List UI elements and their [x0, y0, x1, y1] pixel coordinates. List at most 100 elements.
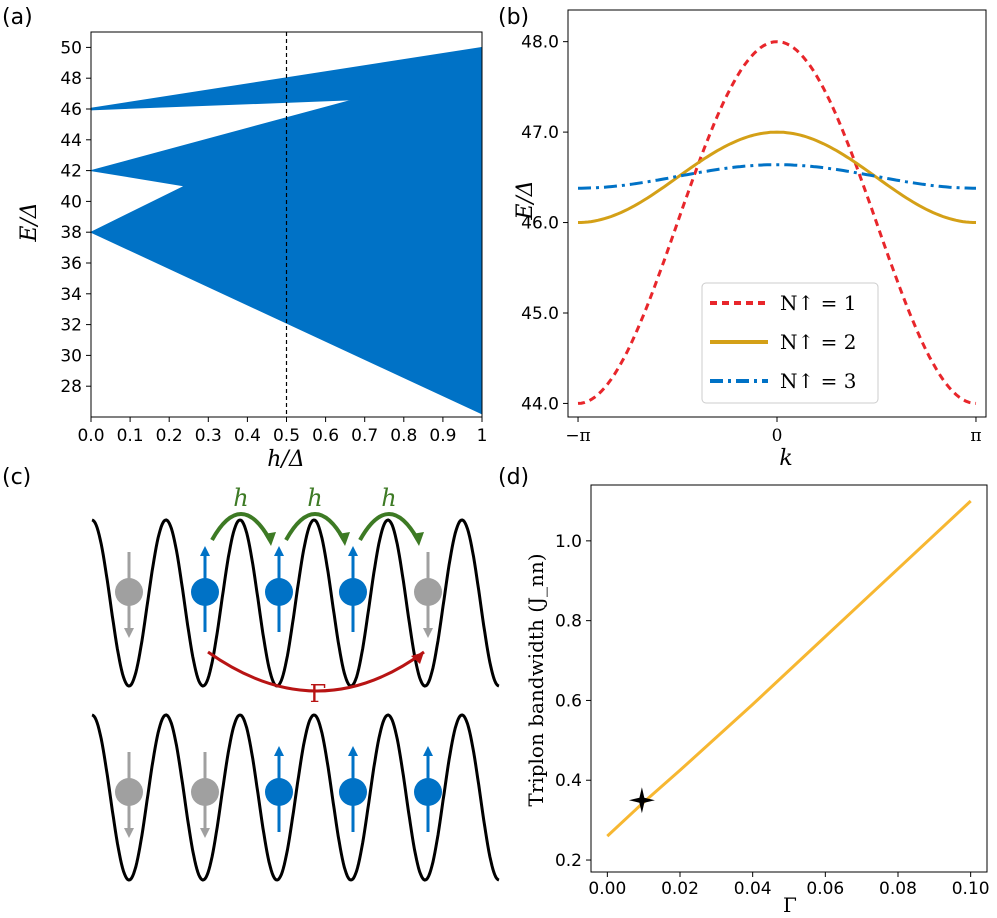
x-tick-label: 0.04 — [734, 879, 772, 899]
x-tick-label: 0.06 — [806, 879, 844, 899]
spin-ball — [115, 778, 143, 806]
spin-arrowhead-up — [348, 546, 358, 556]
hop-label-2: h — [381, 484, 396, 512]
y-tick-label: 42 — [60, 162, 82, 182]
potential-well-bottom — [91, 713, 500, 882]
x-tick-label: 1 — [477, 426, 488, 446]
x-tick-label: 0 — [772, 426, 783, 446]
y-tick-label: 44.0 — [521, 394, 559, 414]
spin-ball — [265, 578, 293, 606]
y-tick-label: 32 — [60, 316, 82, 336]
hop-arrowhead-0 — [264, 532, 276, 546]
spin-arrowhead-up — [348, 746, 358, 756]
y-tick-label: 48.0 — [521, 33, 559, 53]
series-line-n1 — [577, 40, 977, 405]
spin-arrowhead-down — [200, 828, 210, 838]
panel-d-plot-area — [606, 499, 972, 838]
spin-top-2 — [265, 546, 293, 632]
bandwidth-line — [606, 499, 972, 838]
panel-label-b: (b) — [498, 5, 529, 30]
x-tick-label: π — [970, 426, 981, 446]
x-tick-label: 0.8 — [390, 426, 417, 446]
x-tick-label: 0.5 — [273, 426, 300, 446]
spin-ball — [115, 578, 143, 606]
spin-top-1 — [191, 546, 219, 632]
y-tick-label: 44 — [60, 131, 82, 151]
hop-arc-2 — [358, 512, 420, 541]
panel-b-x-ticks: −π 0 π — [565, 417, 982, 446]
hop-label-1: h — [307, 484, 322, 512]
y-tick-label: 45.0 — [521, 304, 559, 324]
y-tick-label: 46.0 — [521, 214, 559, 234]
x-tick-label: 0.7 — [351, 426, 378, 446]
spin-bottom-4 — [414, 746, 442, 832]
x-tick-label: 0.02 — [661, 879, 699, 899]
hop-arrowhead-2 — [412, 532, 424, 546]
spin-bottom-1 — [191, 752, 219, 838]
y-tick-label: 36 — [60, 254, 82, 274]
x-tick-label: 0.6 — [312, 426, 339, 446]
panel-label-d: (d) — [498, 465, 529, 490]
hop-arc-0 — [210, 512, 272, 541]
y-tick-label: 46 — [60, 100, 82, 120]
spin-ball — [339, 778, 367, 806]
legend-box — [701, 282, 879, 404]
x-tick-label: 0.00 — [588, 879, 626, 899]
spin-ball — [339, 578, 367, 606]
x-tick-label: −π — [565, 426, 590, 446]
x-tick-label: 0.9 — [429, 426, 456, 446]
x-tick-label: 0.08 — [879, 879, 917, 899]
y-tick-label: 30 — [60, 346, 82, 366]
spin-top-3 — [339, 546, 367, 632]
panel-b-legend: N↑ = 1 N↑ = 2 N↑ = 3 — [701, 282, 879, 404]
panel-b-ylabel: E/Δ — [513, 180, 538, 220]
star-marker — [628, 787, 655, 814]
y-tick-label: 0.6 — [555, 691, 582, 711]
gamma-arc — [207, 650, 425, 693]
panel-a-plot-area — [89, 32, 483, 417]
legend-label-n2: N↑ = 2 — [780, 330, 856, 354]
x-tick-label: 0.4 — [234, 426, 261, 446]
panel-a-xlabel: h/Δ — [267, 447, 304, 472]
y-tick-label: 28 — [60, 377, 82, 397]
y-tick-label: 38 — [60, 223, 82, 243]
spin-arrowhead-up — [423, 746, 433, 756]
spin-ball — [265, 778, 293, 806]
y-tick-label: 48 — [60, 69, 82, 89]
spin-arrowhead-down — [423, 628, 433, 638]
spin-bottom-2 — [265, 746, 293, 832]
spin-arrowhead-down — [124, 628, 134, 638]
hop-arc-1 — [284, 512, 346, 541]
y-tick-label: 1.0 — [555, 532, 582, 552]
x-tick-label: 0.0 — [77, 426, 104, 446]
panel-label-a: (a) — [2, 5, 33, 30]
panel-d-xlabel: Γ — [783, 893, 797, 917]
x-tick-label: 0.3 — [195, 426, 222, 446]
spin-ball — [191, 578, 219, 606]
panel-b-xlabel: k — [779, 446, 792, 471]
gamma-label: Γ — [310, 680, 327, 708]
spin-bottom-3 — [339, 746, 367, 832]
legend-label-n3: N↑ = 3 — [780, 369, 856, 393]
spin-arrowhead-up — [274, 546, 284, 556]
y-tick-label: 0.2 — [555, 851, 582, 871]
spin-ball — [191, 778, 219, 806]
y-tick-label: 34 — [60, 285, 82, 305]
spin-arrowhead-down — [124, 828, 134, 838]
panel-a-ylabel: E/Δ — [17, 202, 42, 242]
spin-bottom-0 — [115, 752, 143, 838]
potential-well-top — [91, 518, 500, 688]
gamma-arrowhead — [411, 652, 424, 664]
hop-arrowhead-1 — [338, 532, 350, 546]
series-line-n2 — [578, 130, 976, 224]
x-tick-label: 0.1 — [117, 426, 144, 446]
y-tick-label: 0.8 — [555, 612, 582, 632]
panel-d-y-ticks: 0.20.40.60.81.0 — [555, 532, 591, 871]
y-tick-label: 47.0 — [521, 123, 559, 143]
